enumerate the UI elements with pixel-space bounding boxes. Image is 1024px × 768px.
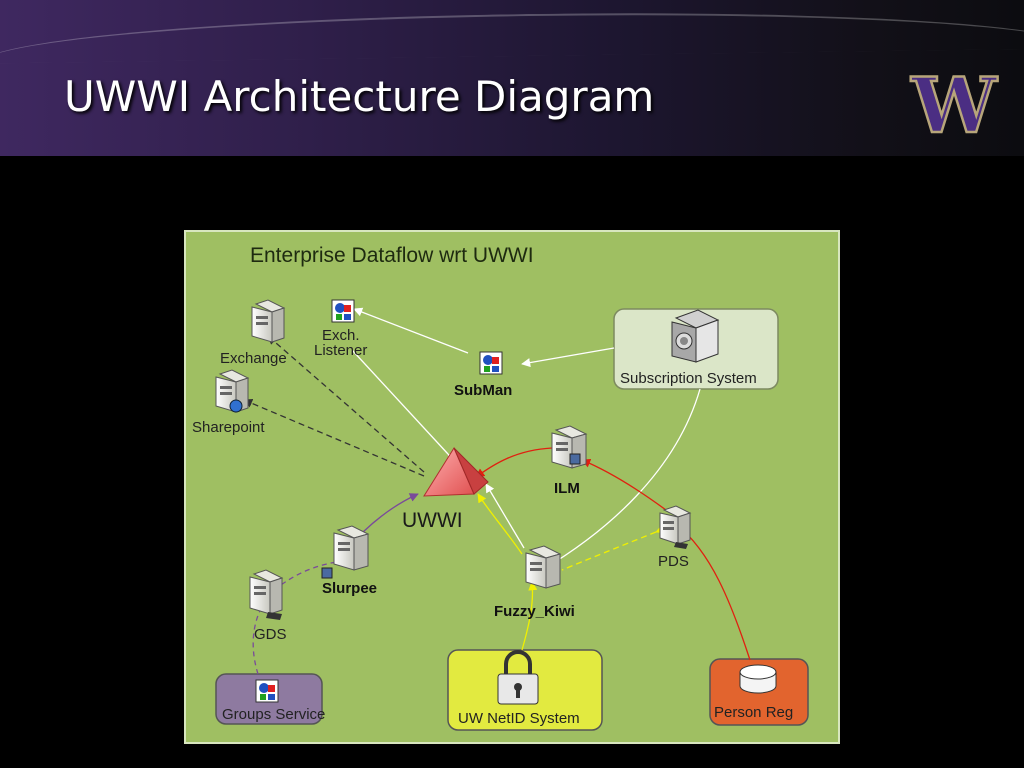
edge-fuzzykiwi-to-uwwi bbox=[485, 483, 525, 549]
title-bar: UWWI Architecture Diagram W bbox=[0, 0, 1024, 156]
exch-listener-label-line1: Exch. bbox=[322, 327, 360, 344]
slide-title: UWWI Architecture Diagram bbox=[64, 72, 655, 121]
submain-label: SubMan bbox=[454, 382, 512, 399]
edge-uwwi-to-exchange bbox=[267, 335, 425, 473]
gds-label: GDS bbox=[254, 626, 287, 643]
edge-subscription-to-submain bbox=[521, 347, 615, 368]
lock-icon bbox=[497, 650, 539, 705]
sharepoint-label: Sharepoint bbox=[192, 419, 265, 436]
pds-server-icon bbox=[659, 505, 692, 549]
slurpee-server-icon bbox=[321, 525, 370, 579]
edge-subscription-to-fuzzykiwi bbox=[541, 388, 701, 571]
uwwi-label: UWWI bbox=[402, 509, 463, 532]
title-bar-sheen bbox=[0, 6, 1024, 64]
pds-label: PDS bbox=[658, 553, 689, 570]
uw-logo: W bbox=[909, 70, 1000, 140]
ilm-server-icon bbox=[551, 425, 588, 469]
edge-ilm-to-uwwi bbox=[475, 447, 553, 478]
groups-service-label: Groups Service bbox=[222, 706, 325, 723]
person-reg-label: Person Reg bbox=[714, 704, 793, 721]
edge-uwwi-to-listener bbox=[351, 349, 457, 464]
submain-app-icon bbox=[479, 351, 503, 375]
edge-submain-to-listener bbox=[353, 307, 469, 354]
edge-pds-to-ilm bbox=[581, 458, 667, 511]
edge-netid-to-fuzzykiwi bbox=[521, 581, 538, 651]
edge-fuzzykiwi-to-pds bbox=[561, 524, 666, 571]
database-icon bbox=[739, 664, 777, 694]
exchange-server-icon bbox=[251, 299, 286, 343]
exch-listener-label-line2: Listener bbox=[314, 342, 367, 359]
fuzzy-kiwi-label: Fuzzy_Kiwi bbox=[494, 603, 575, 620]
sharepoint-server-icon bbox=[215, 369, 250, 413]
edge-uwwi-to-sharepoint bbox=[243, 398, 425, 477]
uw-logo-letter: W bbox=[910, 70, 998, 140]
slurpee-label: Slurpee bbox=[322, 580, 377, 597]
subscription-device-icon bbox=[671, 309, 720, 363]
ilm-label: ILM bbox=[554, 480, 580, 497]
edge-fuzzykiwi-to-uwwi-yellow bbox=[477, 493, 523, 555]
gds-server-icon bbox=[249, 569, 284, 620]
exch-listener-app-icon bbox=[331, 299, 355, 323]
dataflow-diagram: Enterprise Dataflow wrt UWWI Exchange bbox=[192, 244, 809, 731]
subscription-system-label: Subscription System bbox=[620, 370, 757, 387]
uwwi-pyramid-icon bbox=[423, 446, 489, 497]
fuzzy-kiwi-server-icon bbox=[525, 545, 562, 589]
netid-system-label: UW NetID System bbox=[458, 710, 580, 727]
edge-groups-to-slurpee bbox=[252, 561, 337, 675]
groups-service-app-icon bbox=[255, 679, 279, 703]
diagram-panel: Enterprise Dataflow wrt UWWI Exchange bbox=[184, 230, 840, 744]
diagram-title: Enterprise Dataflow wrt UWWI bbox=[250, 244, 534, 267]
exchange-label: Exchange bbox=[220, 350, 287, 367]
